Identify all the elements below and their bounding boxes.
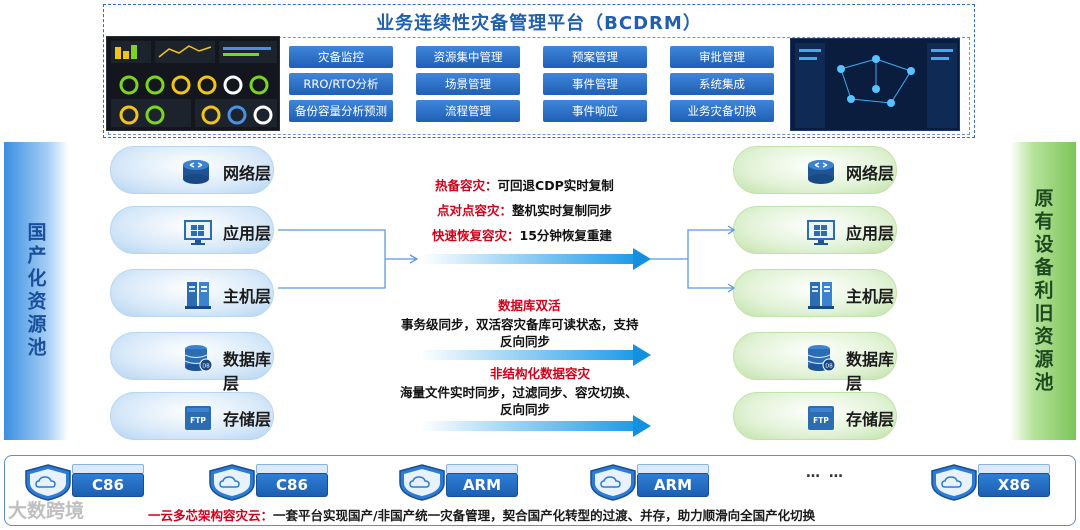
- right-layer-host-label: 主机层: [846, 287, 895, 306]
- platform-title: 业务连续性灾备管理平台（BCDRM）: [376, 13, 702, 34]
- function-rro-rto-analysis[interactable]: RRO/RTO分析: [289, 73, 393, 95]
- chip-label: C86: [72, 473, 144, 497]
- right-layer-database-label: 数据库层: [846, 350, 895, 393]
- multi-chip-cloud-panel: [4, 455, 1076, 526]
- function-business-switchover[interactable]: 业务灾备切换: [670, 100, 774, 122]
- server-host-icon: [185, 282, 211, 309]
- sync-arrow-2-head: [633, 344, 651, 366]
- left-layer-application[interactable]: 应用层: [110, 206, 274, 254]
- sync-arrow-1-head: [633, 248, 651, 270]
- chip-c86-1[interactable]: C86: [22, 463, 146, 501]
- chip-c86-2[interactable]: C86: [206, 463, 330, 501]
- cloud-caption-value: 一套平台实现国产/非国产统一灾备管理，契合国产化转型的过渡、并存，助力顺滑向全国…: [273, 508, 816, 523]
- db-active-desc-2: 反向同步: [500, 334, 551, 349]
- left-layer-host-label: 主机层: [223, 287, 272, 306]
- svg-text:FTP: FTP: [190, 416, 206, 425]
- topology-dashboard-thumbnail: [790, 38, 960, 131]
- server-host-icon: [808, 282, 834, 309]
- unstructured-desc-1: 海量文件实时同步，过滤同步、容灾切换、: [400, 385, 638, 400]
- function-system-integration[interactable]: 系统集成: [670, 73, 774, 95]
- p2p-value: 整机实时复制同步: [512, 203, 613, 218]
- left-layer-storage-label: 存储层: [223, 410, 272, 429]
- chip-arm-2[interactable]: ARM: [587, 463, 711, 501]
- right-layer-database[interactable]: DB 数据库层: [733, 332, 897, 393]
- function-plan-management[interactable]: 预案管理: [543, 46, 647, 68]
- left-layer-network-label: 网络层: [223, 164, 272, 183]
- sync-arrow-1-shaft: [420, 254, 634, 264]
- shield-cloud-icon: [399, 464, 445, 501]
- db-active-desc-1: 事务级同步，双活容灾备库可读状态，支持: [401, 317, 639, 332]
- cloud-caption-key: 一云多芯架构容灾云：: [148, 508, 274, 523]
- function-event-management[interactable]: 事件管理: [543, 73, 647, 95]
- sync-arrow-3-head: [633, 415, 651, 437]
- network-switch-icon: [183, 160, 209, 184]
- right-layer-application-label: 应用层: [846, 224, 895, 243]
- cloud-caption: 一云多芯架构容灾云：一套平台实现国产/非国产统一灾备管理，契合国产化转型的过渡、…: [148, 505, 815, 524]
- function-process-management[interactable]: 流程管理: [416, 100, 520, 122]
- chip-arm-1[interactable]: ARM: [396, 463, 520, 501]
- chip-label: C86: [256, 473, 328, 497]
- function-disaster-monitoring[interactable]: 灾备监控: [289, 46, 393, 68]
- fast-recovery-value: 15分钟恢复重建: [519, 228, 612, 243]
- ftp-storage-icon: FTP: [185, 406, 211, 430]
- right-layer-host[interactable]: 主机层: [733, 269, 897, 317]
- database-icon: DB: [184, 345, 213, 372]
- database-icon: DB: [807, 345, 836, 372]
- right-layer-network-label: 网络层: [846, 164, 895, 183]
- shield-cloud-icon: [590, 464, 636, 501]
- left-layer-host[interactable]: 主机层: [110, 269, 274, 317]
- legacy-resource-pool-bar: 原有设备利旧资源池: [1010, 142, 1076, 440]
- db-active-title: 数据库双活: [498, 298, 561, 313]
- watermark-logo: 大数跨境: [8, 500, 85, 522]
- unstructured-title: 非结构化数据容灾: [490, 366, 591, 381]
- p2p-key: 点对点容灾：: [437, 203, 513, 218]
- fast-recovery-line: 快速恢复容灾：15分钟恢复重建: [432, 225, 612, 244]
- function-event-response[interactable]: 事件响应: [543, 100, 647, 122]
- domestic-resource-pool-label: 国产化资源池: [24, 222, 47, 360]
- function-resource-management[interactable]: 资源集中管理: [416, 46, 520, 68]
- right-layer-storage[interactable]: FTP 存储层: [733, 392, 897, 440]
- shield-cloud-icon: [931, 464, 977, 501]
- more-chips-ellipsis: … …: [806, 465, 845, 481]
- dashboard-chart-icon: [111, 41, 277, 127]
- sync-arrow-2-shaft: [420, 350, 634, 360]
- chip-label: X86: [978, 473, 1050, 497]
- chip-x86[interactable]: X86: [928, 463, 1052, 501]
- p2p-line: 点对点容灾：整机实时复制同步: [437, 200, 612, 219]
- network-switch-icon: [808, 160, 834, 184]
- chip-label: ARM: [446, 473, 518, 497]
- function-capacity-forecast[interactable]: 备份容量分析预测: [289, 100, 393, 122]
- left-layer-storage[interactable]: FTP 存储层: [110, 392, 274, 440]
- chip-label: ARM: [637, 473, 709, 497]
- domestic-resource-pool-bar: 国产化资源池: [4, 142, 68, 440]
- monitor-dashboard-thumbnail: [106, 36, 280, 131]
- sync-arrow-3-shaft: [420, 421, 634, 431]
- left-layer-database[interactable]: DB 数据库层: [110, 332, 274, 393]
- hot-standby-key: 热备容灾：: [435, 178, 498, 193]
- shield-cloud-icon: [209, 464, 255, 501]
- svg-text:DB: DB: [202, 364, 210, 370]
- ftp-storage-icon: FTP: [808, 406, 834, 430]
- left-layer-database-label: 数据库层: [223, 350, 272, 393]
- right-layer-network[interactable]: 网络层: [733, 146, 897, 194]
- svg-text:FTP: FTP: [813, 416, 829, 425]
- shield-cloud-icon: [25, 464, 71, 501]
- hot-standby-line: 热备容灾：可回退CDP实时复制: [435, 175, 614, 194]
- windows-monitor-icon: [184, 220, 212, 245]
- fast-recovery-key: 快速恢复容灾：: [432, 228, 520, 243]
- left-layer-network[interactable]: 网络层: [110, 146, 274, 194]
- topology-map-icon: [795, 43, 957, 128]
- svg-text:DB: DB: [825, 364, 833, 370]
- windows-monitor-icon: [807, 220, 835, 245]
- right-layer-application[interactable]: 应用层: [733, 206, 897, 254]
- function-scenario-management[interactable]: 场景管理: [416, 73, 520, 95]
- legacy-resource-pool-label: 原有设备利旧资源池: [1031, 187, 1054, 395]
- hot-standby-value: 可回退CDP实时复制: [497, 178, 614, 193]
- left-layer-application-label: 应用层: [223, 224, 272, 243]
- function-approval-management[interactable]: 审批管理: [670, 46, 774, 68]
- unstructured-desc-2: 反向同步: [500, 402, 551, 417]
- right-layer-storage-label: 存储层: [846, 410, 895, 429]
